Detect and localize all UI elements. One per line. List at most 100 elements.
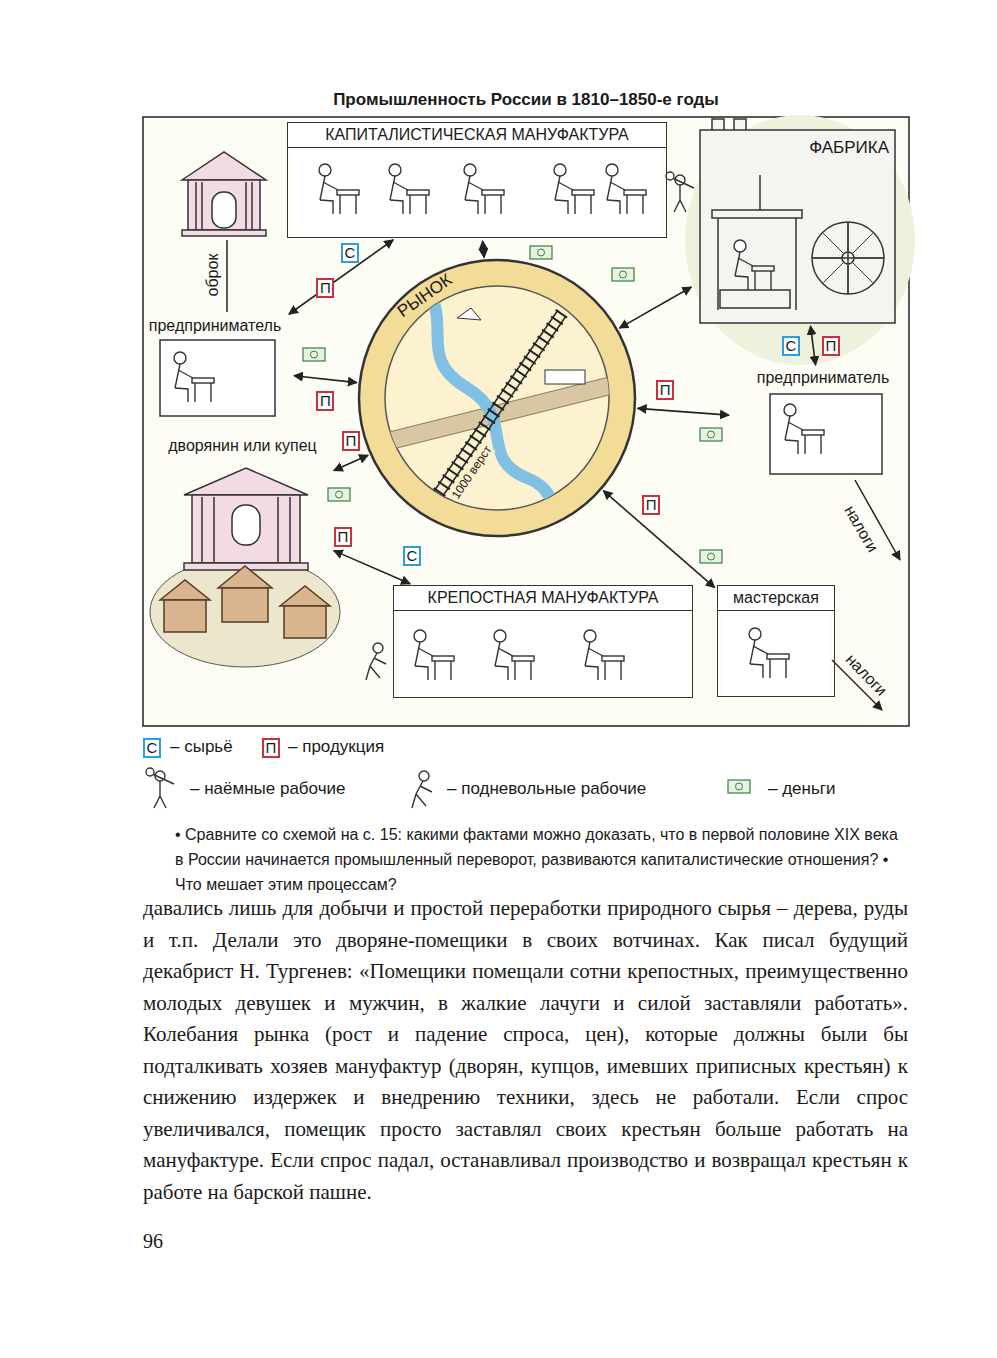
stroke — [390, 200, 403, 214]
stroke — [432, 656, 454, 661]
legend-icons — [146, 768, 750, 808]
stroke — [373, 643, 383, 653]
node-text: КАПИТАЛИСТИЧЕСКАЯ МАНУФАКТУРА — [288, 123, 666, 148]
wheel-spoke — [848, 223, 849, 251]
stroke — [554, 164, 566, 176]
stroke — [485, 195, 501, 214]
stroke — [374, 658, 386, 664]
stroke — [389, 164, 401, 176]
worker-figure — [494, 630, 534, 680]
temple — [182, 152, 266, 236]
manor — [184, 468, 308, 570]
stroke — [588, 648, 603, 656]
stroke — [390, 176, 395, 200]
legend-text: – деньги — [768, 779, 836, 799]
stroke — [752, 266, 774, 271]
stroke — [393, 182, 408, 190]
stroke — [468, 182, 483, 190]
stroke — [584, 630, 596, 642]
stroke — [607, 176, 612, 200]
stroke — [410, 195, 426, 214]
stroke — [154, 781, 166, 808]
stroke — [415, 666, 428, 680]
market-circle: РЫНОК1000 верст — [357, 258, 637, 538]
village-ground — [150, 557, 340, 667]
stroke — [175, 364, 180, 388]
figures — [174, 164, 883, 680]
raw-material-mark: С — [341, 243, 359, 263]
stroke — [606, 164, 618, 176]
stroke — [770, 659, 786, 678]
diagram-frame — [143, 117, 909, 726]
stroke — [337, 190, 359, 195]
money-icon — [700, 428, 722, 441]
wheel-spoke — [813, 258, 841, 259]
stroke — [572, 190, 594, 195]
stroke — [465, 176, 470, 200]
hired-worker-icon — [146, 768, 174, 808]
node-text: дворянин или купец — [154, 436, 331, 456]
raw-material-mark: С — [403, 546, 421, 566]
worker-figure — [174, 352, 214, 402]
stroke — [738, 258, 753, 266]
stroke — [319, 164, 331, 176]
stroke — [805, 435, 821, 454]
stroke — [802, 430, 824, 435]
money-icon — [736, 783, 743, 790]
legend-text: – сырьё — [170, 737, 233, 757]
money-icon — [328, 488, 350, 501]
stroke — [340, 195, 356, 214]
connector-arrow — [294, 376, 357, 383]
stroke — [494, 630, 506, 642]
stroke — [178, 370, 193, 378]
stroke — [435, 661, 451, 680]
node-text: мастерская — [718, 586, 834, 611]
stroke — [755, 271, 771, 290]
legend-text: – подневольные рабочие — [447, 779, 646, 799]
worker-figure — [319, 164, 359, 214]
stroke — [192, 378, 214, 383]
stroke — [495, 666, 508, 680]
stroke — [749, 628, 761, 640]
stroke — [366, 653, 380, 680]
money-icon — [336, 491, 343, 498]
worker-figure — [414, 630, 454, 680]
worker-figure — [464, 164, 504, 214]
wheel-spoke — [853, 263, 873, 283]
machine — [712, 175, 884, 310]
stroke — [624, 190, 646, 195]
money-icon — [612, 268, 634, 281]
stroke — [414, 630, 426, 642]
manufactory-box: КАПИТАЛИСТИЧЕСКАЯ МАНУФАКТУРА — [287, 122, 667, 238]
connector-arrow — [603, 491, 714, 588]
connector-arrow — [334, 455, 368, 470]
worker-figure — [784, 404, 824, 454]
stroke — [415, 642, 420, 666]
worker-figure — [606, 164, 646, 214]
stroke — [555, 176, 560, 200]
stroke — [195, 383, 211, 402]
body-text: давались лишь для добычи и простой перер… — [143, 893, 908, 1208]
entrepreneur-box: предприниматель — [139, 316, 291, 418]
question-caption: • Сравните со схемой на с. 15: какими фа… — [175, 822, 910, 897]
legend-text: – наёмные рабочие — [190, 779, 345, 799]
worker-figure — [749, 628, 789, 678]
diagram-title: Промышленность России в 1810–1850-е годы — [143, 90, 909, 110]
stroke — [555, 200, 568, 214]
stroke — [674, 185, 686, 212]
money-icon — [708, 431, 715, 438]
worker-figure — [584, 630, 624, 680]
stroke — [735, 252, 740, 276]
edge-label: П — [642, 495, 660, 515]
node-text: КРЕПОСТНАЯ МАНУФАКТУРА — [394, 586, 692, 611]
ground-patch — [685, 115, 915, 365]
stroke — [515, 661, 531, 680]
stroke — [320, 200, 333, 214]
stroke — [785, 440, 798, 454]
stroke — [735, 276, 748, 290]
legend-sample: П — [262, 738, 280, 758]
stroke — [585, 642, 590, 666]
connector-arrow — [289, 240, 393, 315]
noble-merchant: дворянин или купец — [154, 436, 331, 586]
edge-label: П — [342, 431, 360, 451]
